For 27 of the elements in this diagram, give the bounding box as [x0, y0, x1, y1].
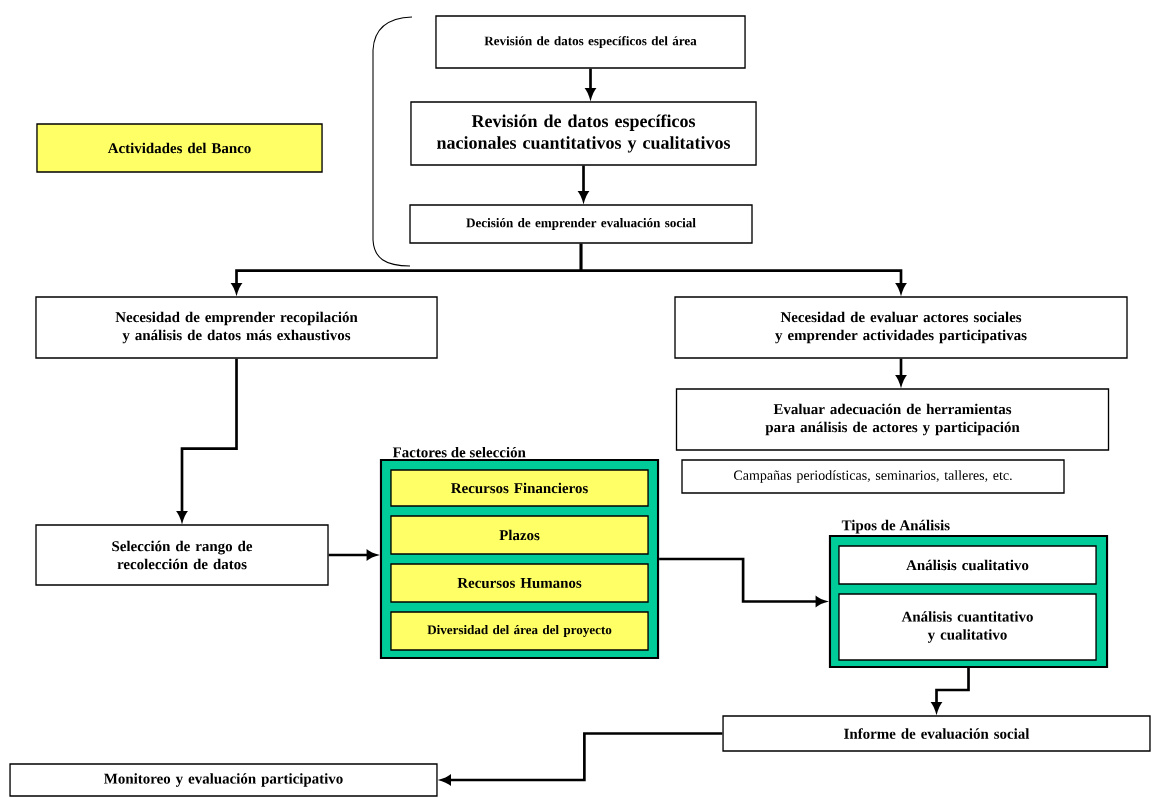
factor-box: Plazos [390, 515, 649, 555]
note-box: Campañas periodísticas, seminarios, talleres, etc. [681, 459, 1065, 494]
factor-box: Recursos Financieros [390, 469, 649, 507]
process-box: Monitoreo y evaluación participativo [9, 763, 438, 797]
process-box: Evaluar adecuación de herramientas para análisis de actores y participación [675, 388, 1110, 451]
arrow [931, 668, 970, 713]
panel-heading: Factores de selección [392, 446, 526, 458]
panel-heading: Tipos de Análisis [841, 519, 950, 534]
analysis-box: Análisis cuantitativo y cualitativo [838, 593, 1097, 661]
arrow [440, 732, 723, 785]
process-box: Necesidad de evaluar actores sociales y emprender actividades participativas [674, 296, 1128, 359]
arrow [328, 550, 377, 560]
process-box: Informe de evaluación social [722, 715, 1151, 752]
factor-box: Diversidad del área del proyecto [390, 611, 649, 651]
analysis-box: Análisis cualitativo [838, 545, 1097, 585]
process-box: Necesidad de emprender recopilación y análisis de datos más exhaustivos [35, 296, 438, 359]
process-box: Decisión de emprender evaluación social [409, 204, 753, 244]
process-box: Revisión de datos específicos nacionales cuantitativos y cualitativos [410, 101, 757, 166]
arrow [578, 165, 589, 202]
arrow [896, 358, 906, 385]
factor-box: Recursos Humanos [390, 563, 649, 603]
process-box: Selección de rango de recolección de datos [35, 524, 329, 586]
arrow [585, 68, 596, 99]
label-box: Actividades del Banco [36, 123, 323, 173]
process-box: Revisión de datos específicos del área [435, 15, 746, 69]
arrow [177, 358, 238, 522]
arrow [579, 243, 906, 293]
